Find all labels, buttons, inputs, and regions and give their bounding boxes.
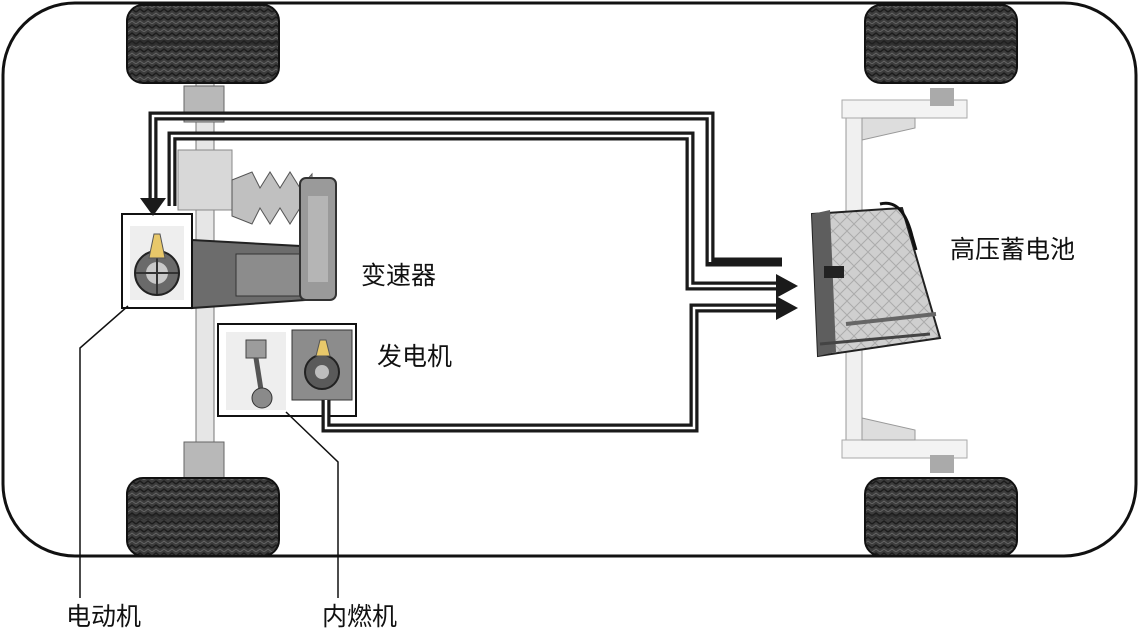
wheel-front-right	[864, 4, 1018, 84]
energy-flow-generator-to-battery	[321, 296, 798, 433]
transmission-label: 变速器	[361, 261, 437, 290]
energy-flow-battery-to-motor	[140, 111, 782, 267]
battery-label: 高压蓄电池	[950, 235, 1076, 264]
engine-generator-unit	[217, 323, 357, 417]
electric-motor	[121, 213, 193, 309]
vehicle-outline	[1, 1, 1138, 558]
generator	[291, 329, 353, 401]
wheel-rear-right	[864, 477, 1018, 557]
leader-line-engine	[285, 411, 339, 598]
high-voltage-battery	[810, 201, 942, 358]
transmission	[191, 177, 337, 310]
wheel-front-left	[126, 4, 280, 84]
motor-label: 电动机	[66, 602, 142, 631]
generator-label: 发电机	[377, 342, 453, 371]
leader-line-motor	[79, 305, 129, 598]
engine-label: 内燃机	[322, 602, 398, 631]
energy-flow-motor-to-battery	[167, 131, 798, 298]
engine	[226, 332, 286, 410]
wheel-rear-left	[126, 477, 280, 557]
